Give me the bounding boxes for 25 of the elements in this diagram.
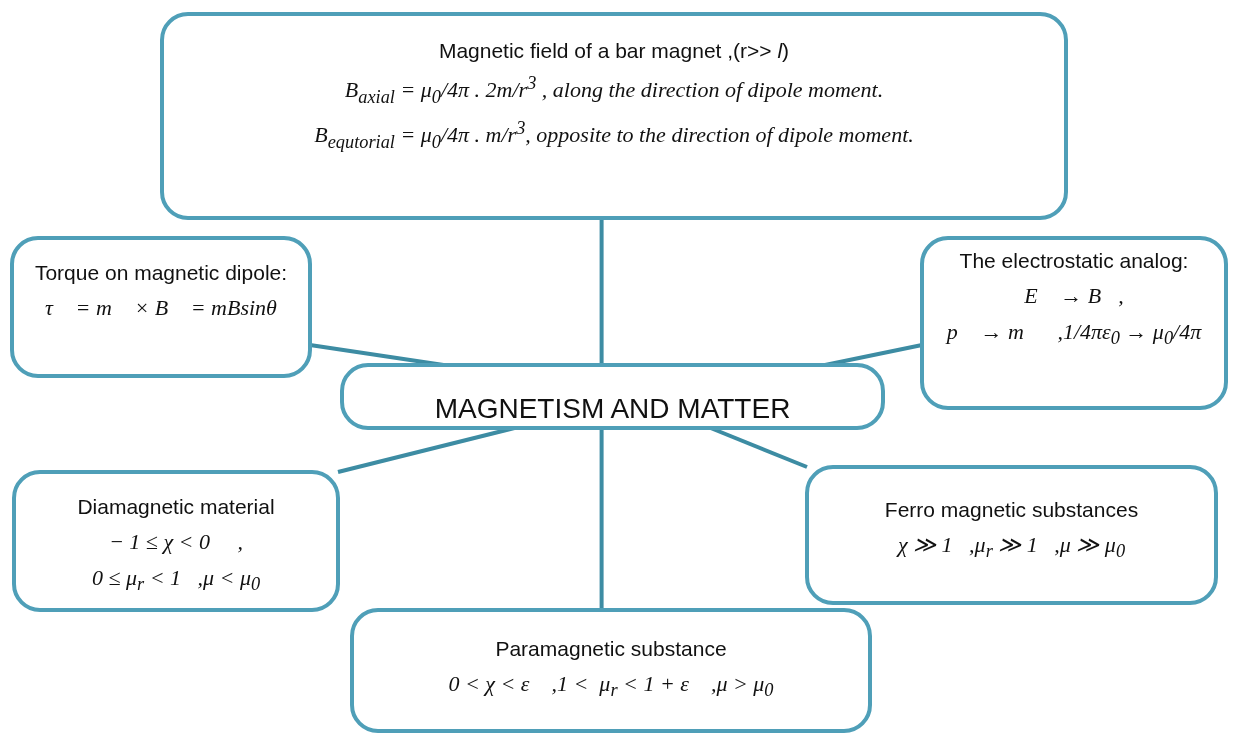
formula-text: 0 ≤ μ$_{r}$ < 1 ,μ < μ$_{0}$ <box>91 563 261 597</box>
heading-text: MAGNETISM AND MATTER <box>434 392 791 426</box>
formula-text: 0 < χ < ε ,1 < μ$_{r}$ < 1 + ε ,μ > μ$_{0}$ <box>448 670 774 703</box>
connector-line <box>599 218 604 365</box>
concept-box <box>350 608 872 733</box>
formula-text: − 1 ≤ χ < 0 , <box>109 528 243 556</box>
connector-line <box>599 428 604 610</box>
heading-text: Paramagnetic substance <box>495 636 727 662</box>
formula-text: B$_{equtorial}$ = μ$_{0}$/4π . m/r$^{3}$, opposite to the direction of dipole moment. <box>314 116 914 154</box>
concept-box <box>805 465 1218 605</box>
heading-text: Ferro magnetic substances <box>884 497 1139 523</box>
heading-text: Torque on magnetic dipole: <box>34 260 288 286</box>
formula-text: τ⃗ = m⃗ × B⃗ = mBsinθ <box>45 294 277 322</box>
heading-text: Diamagnetic material <box>77 494 275 520</box>
concept-box <box>920 236 1228 410</box>
concept-box <box>160 12 1068 220</box>
formula-text: E⃗ → B⃗, <box>1024 282 1124 310</box>
heading-text: The electrostatic analog: <box>959 248 1189 274</box>
formula-text: χ ≫ 1 ,μ$_{r}$ ≫ 1 ,μ ≫ μ$_{0}$ <box>897 531 1126 564</box>
heading-text: Magnetic field of a bar magnet ,(r>> l) <box>438 38 790 64</box>
concept-box <box>10 236 312 378</box>
topic-box <box>340 363 885 430</box>
formula-text: B$_{axial}$ = μ$_{0}$/4π . 2m/r$^{3}$ , along the direction of dipole moment. <box>344 72 884 109</box>
formula-text: p⃗ → m⃗ ,1/4πε$_{0}$ → μ$_{0}$/4π <box>946 317 1202 351</box>
concept-box <box>12 470 340 612</box>
